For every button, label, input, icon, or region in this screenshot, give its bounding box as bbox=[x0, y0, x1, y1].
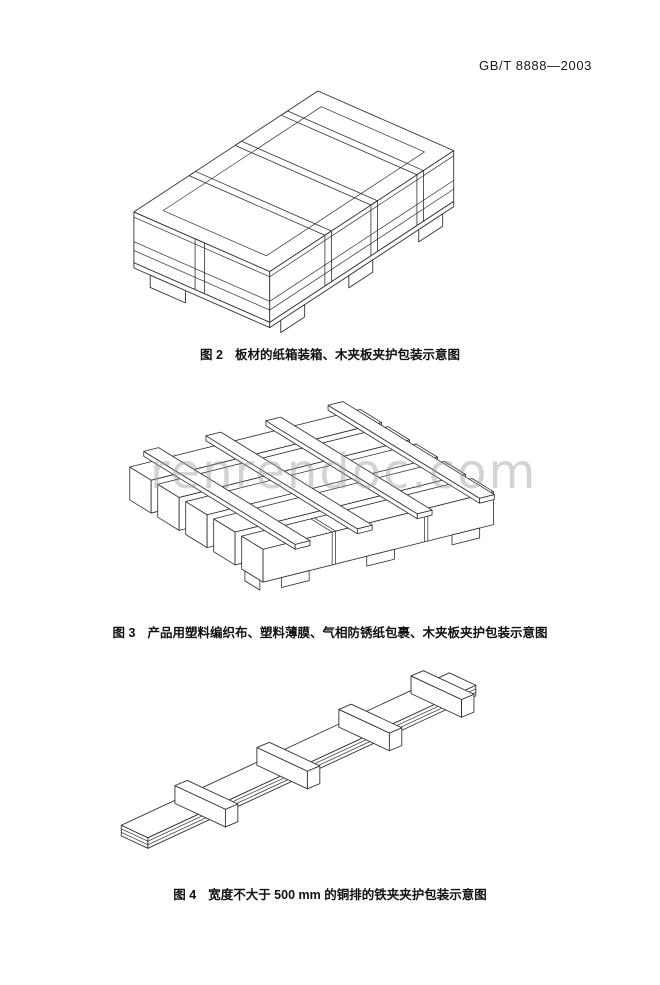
figure-4-illustration bbox=[100, 648, 490, 861]
figure-2-caption-text: 板材的纸箱装箱、木夹板夹护包装示意图 bbox=[234, 348, 460, 362]
figure-4-caption: 图 4 宽度不大于 500 mm 的铜排的铁夹夹护包装示意图 bbox=[0, 884, 660, 903]
figure-2-caption: 图 2 板材的纸箱装箱、木夹板夹护包装示意图 bbox=[0, 344, 660, 363]
clamped-busbar-drawing bbox=[120, 670, 477, 849]
figure-3-illustration bbox=[110, 388, 505, 602]
figure-3-caption-text: 产品用塑料编织布、塑料薄膜、气相防锈纸包裹、木夹板夹护包装示意图 bbox=[147, 626, 548, 640]
bundles-with-battens-drawing bbox=[129, 401, 495, 591]
figure-2-illustration bbox=[112, 84, 480, 338]
figure-2-label: 图 2 bbox=[200, 348, 223, 362]
figure-3-caption: 图 3 产品用塑料编织布、塑料薄膜、气相防锈纸包裹、木夹板夹护包装示意图 bbox=[0, 622, 660, 641]
figure-4-caption-text: 宽度不大于 500 mm 的铜排的铁夹夹护包装示意图 bbox=[208, 888, 487, 902]
figure-3-label: 图 3 bbox=[112, 626, 136, 640]
document-number: GB/T 8888—2003 bbox=[479, 58, 592, 73]
crate-on-pallet-drawing bbox=[133, 90, 455, 334]
figure-4-label: 图 4 bbox=[173, 888, 197, 902]
